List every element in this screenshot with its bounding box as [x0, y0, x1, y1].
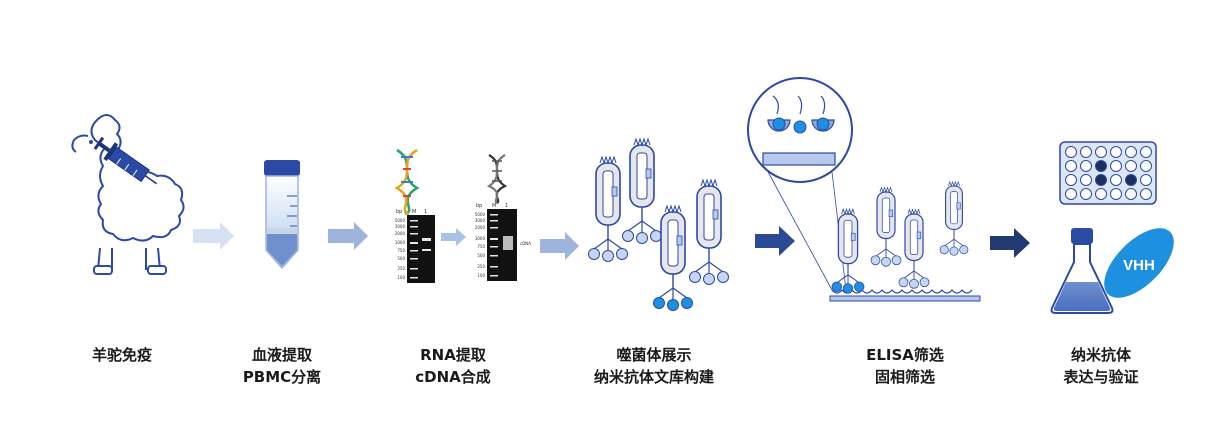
step-label-line: 表达与验证 [1063, 368, 1139, 386]
gel-lane-m-label: M [412, 209, 416, 215]
well [1125, 188, 1137, 200]
well-plate-icon [1059, 141, 1157, 205]
alpaca-icon [71, 114, 185, 275]
well [1140, 146, 1152, 158]
step-label-line: 纳米抗体文库构建 [593, 368, 715, 386]
gel-ladder-label: 750 [477, 244, 485, 249]
well [1065, 146, 1077, 158]
step-label-line: 噬菌体展示 [616, 346, 692, 364]
phage-particle [870, 186, 902, 267]
phage-particle [588, 156, 628, 262]
elisa-panning-icon [747, 77, 981, 302]
arrow-2b [441, 228, 466, 246]
step-label-line: 纳米抗体 [1070, 346, 1132, 364]
step-label-line: 固相筛选 [874, 368, 935, 386]
gel-ladder-label: 250 [397, 266, 405, 271]
vhh-label: VHH [1123, 257, 1155, 274]
gel-unit-label: bp [396, 209, 402, 215]
step-label-elisa-screening: ELISA筛选 固相筛选 [866, 344, 944, 388]
centrifuge-tube-icon [264, 160, 300, 270]
gel-image-rna: bp M 1 5000 3000 2000 1000 750 500 250 1… [395, 209, 435, 283]
well [1140, 160, 1152, 172]
phage-particle [898, 208, 930, 289]
well [1080, 188, 1092, 200]
gel-product-label: cDNA [520, 241, 531, 246]
gel-ladder-label: 750 [397, 248, 405, 253]
step-label-expression: 纳米抗体 表达与验证 [1063, 344, 1138, 388]
gel-ladder-label: 100 [477, 273, 485, 278]
step-label-rna-extraction: RNA提取 cDNA合成 [415, 344, 491, 388]
well [1110, 146, 1122, 158]
gel-ladder-label: 1000 [475, 236, 486, 241]
phage-particle [689, 179, 729, 285]
well [1140, 188, 1152, 200]
gel-ladder-label: 500 [397, 256, 405, 261]
well [1125, 160, 1137, 172]
rna-helix-icon [394, 148, 420, 216]
flask-icon [1050, 228, 1114, 314]
arrow-2 [328, 222, 368, 250]
well [1110, 174, 1122, 186]
well [1125, 174, 1137, 186]
syringe-icon [93, 136, 158, 185]
gel-ladder-label: 2000 [395, 231, 406, 236]
arrow-3 [540, 232, 579, 260]
gel-lane-1-label: 1 [505, 203, 508, 209]
gel-lane-m-label: M [492, 203, 496, 209]
dna-helix-icon [486, 154, 508, 204]
arrow-1 [193, 222, 234, 250]
well [1095, 146, 1107, 158]
gel-ladder-label: 100 [397, 275, 405, 280]
gel-ladder-label: 5000 [475, 212, 486, 217]
step-label-line: RNA提取 [420, 346, 486, 364]
well [1095, 188, 1107, 200]
phage-particle [939, 181, 969, 256]
gel-ladder-label: 5000 [395, 218, 406, 223]
well [1095, 160, 1107, 172]
phage-particle [622, 138, 662, 244]
well [1140, 174, 1152, 186]
gel-lane-1-label: 1 [424, 209, 427, 215]
gel-ladder-label: 3000 [395, 224, 406, 229]
well [1080, 174, 1092, 186]
gel-ladder-label: 250 [477, 264, 485, 269]
well [1065, 160, 1077, 172]
step-label-line: ELISA筛选 [866, 346, 944, 364]
step-label-blood-extraction: 血液提取 PBMC分离 [243, 344, 321, 388]
vhh-antibody-icon: VHH [1104, 228, 1174, 298]
phage-particle [831, 208, 865, 294]
gel-image-cdna: bp M 1 5000 3000 2000 1000 750 500 250 1… [475, 203, 531, 281]
step-label-line: PBMC分离 [242, 368, 322, 386]
well [1080, 160, 1092, 172]
step-label-line: cDNA合成 [415, 368, 491, 386]
step-label-immunization: 羊驼免疫 [92, 344, 152, 366]
well [1110, 188, 1122, 200]
well [1065, 174, 1077, 186]
gel-ladder-label: 2000 [475, 225, 486, 230]
gel-ladder-label: 1000 [395, 240, 406, 245]
gel-unit-label: bp [476, 203, 482, 209]
gel-ladder-label: 500 [477, 253, 485, 258]
phage-library-icon [588, 138, 729, 311]
step-label-line: 血液提取 [251, 346, 312, 364]
well [1095, 174, 1107, 186]
gel-ladder-label: 3000 [475, 218, 486, 223]
step-label-line: 羊驼免疫 [91, 346, 153, 364]
well [1125, 146, 1137, 158]
arrow-5 [990, 228, 1030, 258]
arrow-4 [755, 226, 795, 256]
phage-particle [653, 205, 693, 311]
well [1080, 146, 1092, 158]
well [1110, 160, 1122, 172]
step-label-phage-display: 噬菌体展示 纳米抗体文库构建 [594, 344, 714, 388]
well [1065, 188, 1077, 200]
